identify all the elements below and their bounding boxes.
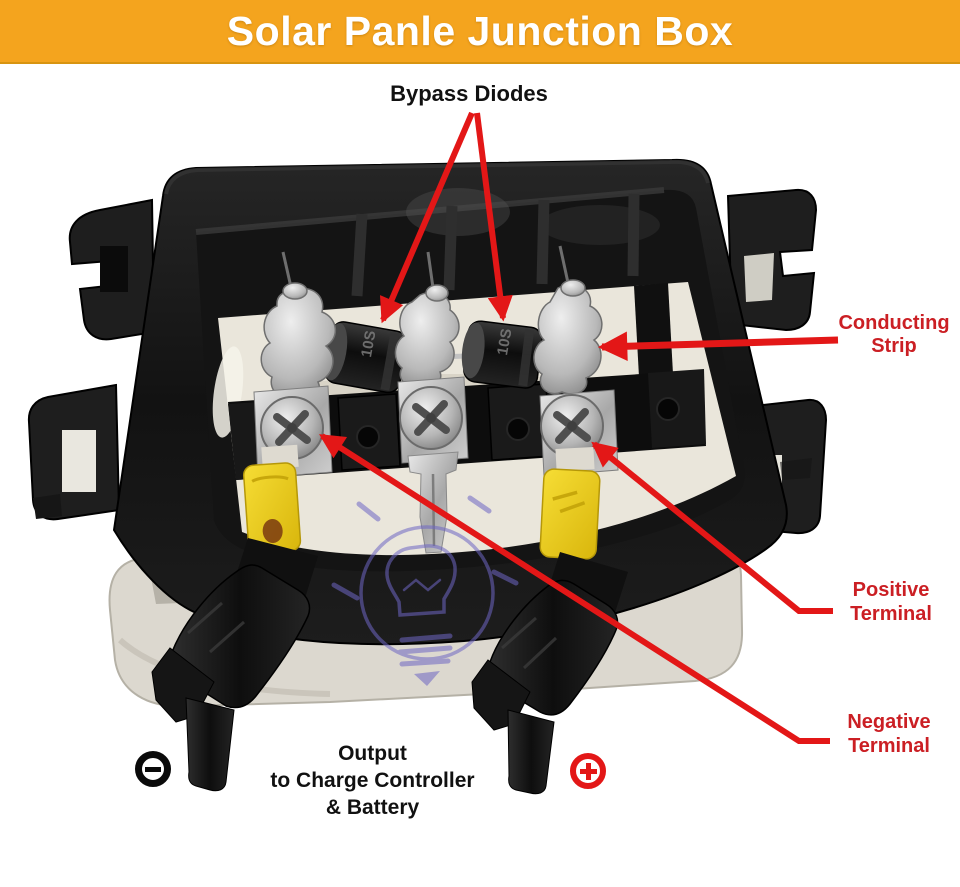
solder-joints — [260, 279, 603, 400]
terminal-left — [253, 385, 333, 479]
crimp-connector-right — [539, 468, 601, 560]
output-cable-right — [507, 709, 555, 795]
title-banner: Solar Panle Junction Box — [0, 0, 960, 64]
plus-circle-icon — [570, 753, 606, 789]
output-note-label: Output to Charge Controller & Battery — [270, 742, 475, 819]
mounting-clip-top-right — [726, 188, 818, 332]
negative-terminal-arrow — [319, 433, 830, 744]
page-title: Solar Panle Junction Box — [226, 7, 734, 54]
bypass-diodes-label: Bypass Diodes — [390, 81, 548, 106]
light-bulb-watermark — [331, 495, 519, 686]
minus-circle-icon — [135, 751, 171, 787]
conducting-strip-arrow — [597, 331, 839, 361]
output-cable-left — [185, 697, 235, 792]
bypass-arrow-left — [379, 111, 475, 324]
cable-gland-left — [151, 538, 318, 792]
positive-terminal-label: Positive Terminal — [850, 579, 932, 625]
annotation-arrows — [319, 111, 839, 744]
junction-box-photo: 10S 10S — [27, 111, 839, 795]
wall-fins — [351, 193, 640, 297]
diode-marking-right: 10S — [494, 327, 515, 356]
negative-terminal-label: Negative Terminal — [847, 711, 931, 757]
mounting-clip-mid-left — [27, 383, 121, 521]
conducting-strip-label: Conducting Strip — [838, 312, 950, 357]
minus-bar — [145, 766, 161, 772]
plus-bar-vertical — [585, 762, 591, 780]
bypass-arrow-right — [474, 112, 513, 322]
diode-marking-left: 10S — [358, 329, 379, 358]
terminal-center — [397, 376, 469, 554]
mounting-clip-top-left — [68, 198, 156, 341]
terminal-right — [539, 389, 619, 477]
positive-terminal-arrow — [591, 441, 833, 614]
cable-gland-right — [471, 552, 628, 795]
